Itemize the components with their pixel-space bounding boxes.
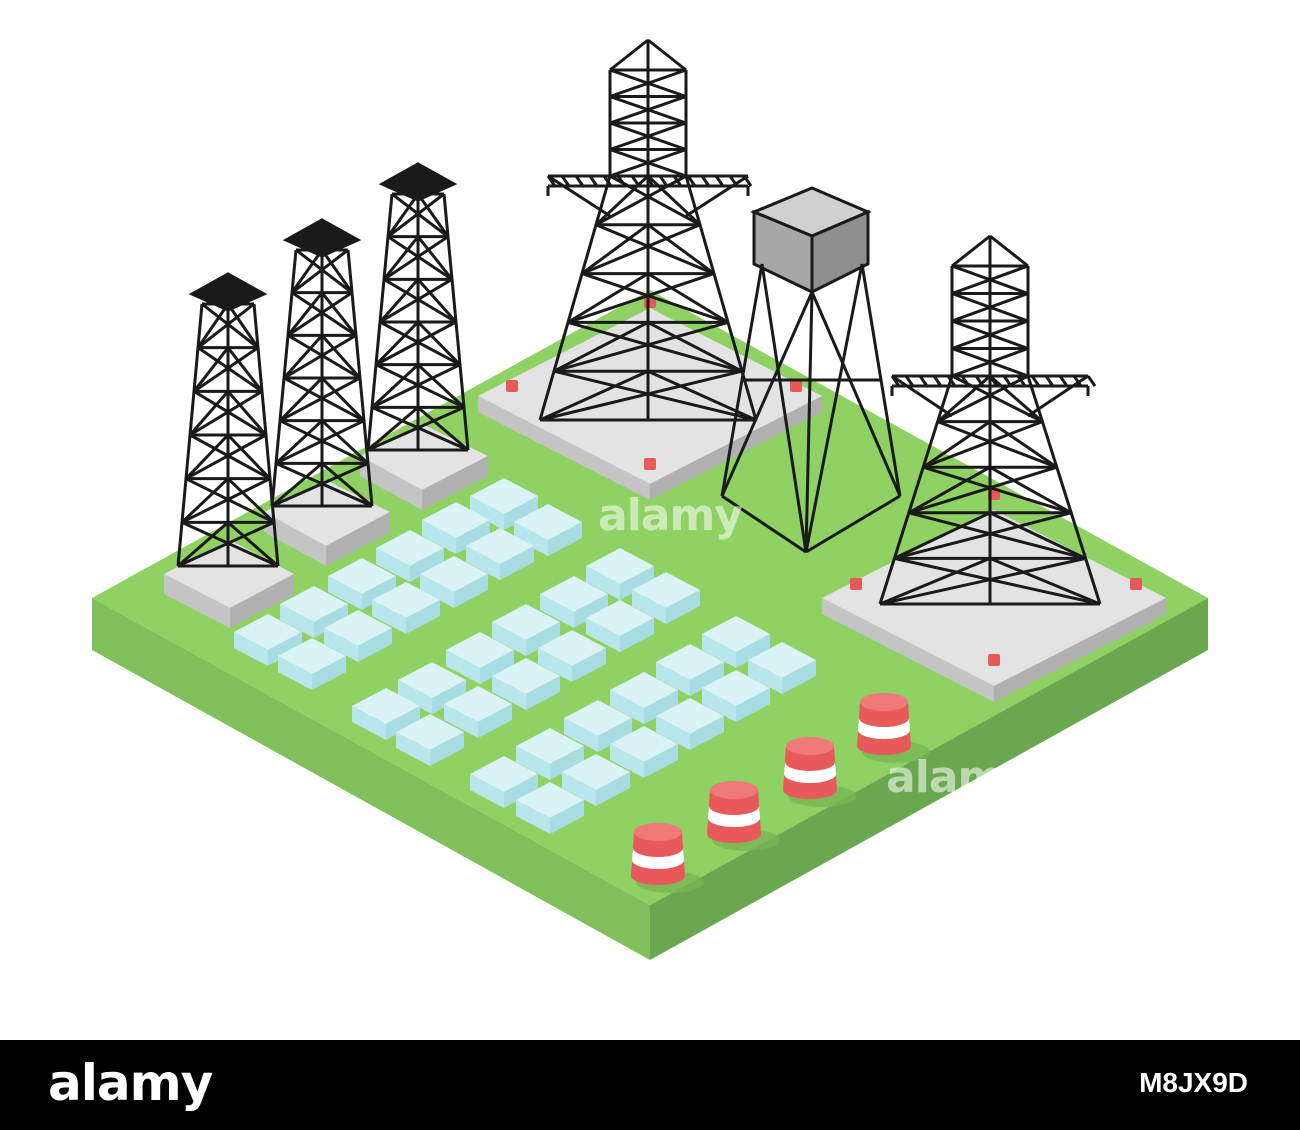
panel-block: [656, 698, 724, 750]
panel-block: [586, 600, 654, 652]
barrel: [631, 823, 704, 893]
power-station-illustration: [92, 38, 1208, 960]
lattice-tower: [176, 272, 280, 568]
panel-block: [466, 528, 534, 580]
panel-block: [516, 728, 584, 780]
panel-block: [372, 582, 440, 634]
panel-grid: [234, 478, 816, 834]
panel-block: [376, 530, 444, 582]
panel-block: [278, 638, 346, 690]
panel-block: [396, 714, 464, 766]
panel-block: [446, 632, 514, 684]
panel-block: [632, 572, 700, 624]
panel-block: [234, 614, 302, 666]
panel-block: [702, 670, 770, 722]
grass-side-right: [650, 598, 1208, 960]
water-tower: [720, 186, 902, 554]
panel-block: [562, 754, 630, 806]
barrel: [857, 693, 930, 763]
panel-block: [422, 502, 490, 554]
panel-block: [492, 658, 560, 710]
lattice-tower: [366, 162, 470, 452]
panel-block: [564, 700, 632, 752]
panel-block: [656, 644, 724, 696]
panel-block: [492, 604, 560, 656]
panel-block: [352, 688, 420, 740]
panel-block: [748, 642, 816, 694]
panel-block: [610, 726, 678, 778]
transmission-pylons: [538, 38, 1102, 606]
panel-block: [516, 782, 584, 834]
panel-block: [702, 616, 770, 668]
lattice-tower: [270, 218, 374, 508]
panel-block: [444, 686, 512, 738]
image-id: M8JX9D: [1139, 1067, 1248, 1098]
footer-bar: alamy M8JX9D: [0, 1040, 1300, 1130]
panel-block: [328, 558, 396, 610]
pylon-right: [878, 234, 1102, 606]
grass-side-left: [92, 598, 650, 960]
tank-right: [810, 209, 870, 295]
panel-block: [540, 576, 608, 628]
panel-block: [610, 672, 678, 724]
watermark-center: alamy: [598, 490, 743, 541]
pylon-center: [538, 38, 758, 422]
lattice-towers: [176, 162, 470, 568]
footer-logo: alamy: [48, 1054, 213, 1112]
panel-block: [586, 548, 654, 600]
barrel: [707, 781, 780, 851]
panel-block: [324, 610, 392, 662]
barrel-row: [631, 693, 930, 893]
panel-block: [420, 556, 488, 608]
watermark-right: alamy: [886, 752, 1031, 803]
panel-block: [514, 504, 582, 556]
panel-block: [470, 478, 538, 530]
panel-block: [280, 586, 348, 638]
panel-block: [470, 756, 538, 808]
barrel: [783, 737, 856, 807]
panel-block: [398, 662, 466, 714]
panel-block: [538, 630, 606, 682]
